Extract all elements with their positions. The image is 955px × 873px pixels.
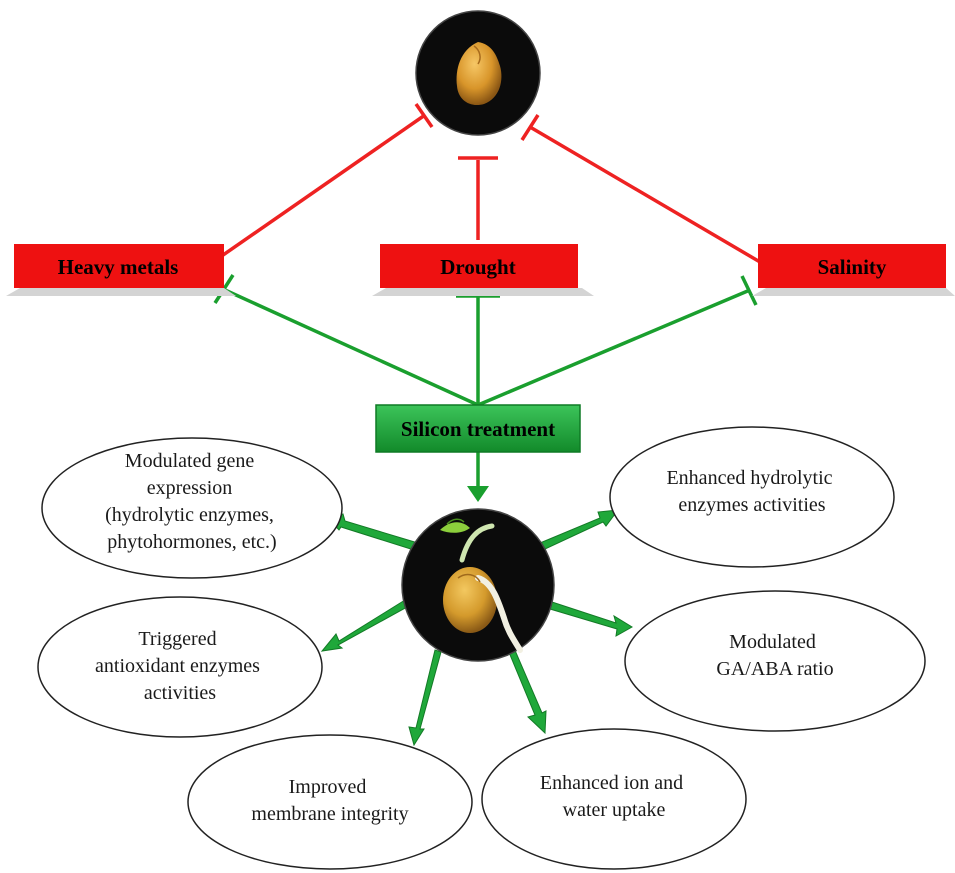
arrow-gene-expression: [327, 513, 419, 551]
arrow-hydrolytic: [539, 509, 620, 551]
arrow-ion-water: [507, 647, 547, 735]
effect-ion-water: Enhanced ion and water uptake: [481, 728, 747, 870]
counter-line-salinity: [477, 288, 751, 407]
germinating-seed-icon: [401, 508, 555, 662]
counter-line-heavy-metals: [224, 288, 479, 407]
effect-hydrolytic: Enhanced hydrolytic enzymes activities: [609, 426, 895, 568]
effect-membrane-text: Improved membrane integrity: [251, 776, 408, 825]
arrow-ga-aba: [549, 601, 633, 637]
arrow-antioxidant: [320, 599, 410, 652]
stressor-salinity-label: Salinity: [818, 255, 887, 279]
chickpea-seed-icon: [415, 10, 541, 136]
effect-hydrolytic-line-1: Enhanced hydrolytic: [666, 467, 832, 489]
effect-ga-aba-line-2: GA/ABA ratio: [716, 658, 833, 680]
stressor-heavy-metals: Heavy metals: [6, 244, 236, 296]
inhibit-line-heavy-metals: [212, 113, 426, 264]
counter-bar-salinity: [740, 275, 758, 306]
effect-gene-expression-line-1: Modulated gene: [125, 450, 255, 472]
silicon-treatment-label: Silicon treatment: [401, 417, 555, 441]
effect-gene-expression-line-3: (hydrolytic enzymes,: [105, 504, 274, 526]
effect-hydrolytic-line-2: enzymes activities: [678, 494, 825, 516]
effect-ga-aba-line-1: Modulated: [729, 631, 816, 653]
inhibition-lines: [212, 103, 761, 264]
effect-arrows: [320, 509, 633, 747]
effect-antioxidant-line-1: Triggered: [138, 628, 216, 650]
effect-ga-aba-text: Modulated GA/ABA ratio: [716, 631, 833, 680]
effect-antioxidant: Triggered antioxidant enzymes activities: [37, 596, 323, 738]
stressor-salinity: Salinity: [752, 244, 955, 296]
effect-ion-water-line-2: water uptake: [563, 799, 666, 821]
silicon-treatment-box: Silicon treatment: [375, 404, 581, 453]
effect-gene-expression: Modulated gene expression (hydrolytic en…: [41, 437, 343, 579]
effect-antioxidant-line-2: antioxidant enzymes: [95, 655, 260, 677]
effect-antioxidant-line-3: activities: [144, 682, 216, 704]
stressor-heavy-metals-label: Heavy metals: [58, 255, 179, 279]
arrow-membrane: [408, 649, 442, 747]
effect-membrane-line-1: Improved: [289, 776, 367, 798]
effect-gene-expression-line-2: expression: [147, 477, 233, 499]
stressor-drought-label: Drought: [440, 255, 515, 279]
effect-ion-water-line-1: Enhanced ion and: [540, 772, 683, 794]
effect-ga-aba: Modulated GA/ABA ratio: [624, 590, 926, 732]
silicon-counter-lines: [213, 274, 758, 490]
silicon-to-seed-arrowhead: [467, 486, 489, 502]
inhibit-bar-salinity: [520, 114, 540, 141]
inhibit-bar-heavy-metals: [414, 103, 434, 128]
effect-hydrolytic-text: Enhanced hydrolytic enzymes activities: [666, 467, 837, 516]
effect-antioxidant-text: Triggered antioxidant enzymes activities: [95, 628, 265, 704]
effect-gene-expression-line-4: phytohormones, etc.): [107, 531, 276, 553]
effect-membrane: Improved membrane integrity: [187, 734, 473, 870]
stressor-drought: Drought: [372, 244, 594, 296]
effect-gene-expression-text: Modulated gene expression (hydrolytic en…: [105, 450, 279, 553]
inhibit-line-salinity: [529, 125, 761, 264]
effect-ion-water-text: Enhanced ion and water uptake: [540, 772, 688, 821]
effect-membrane-line-2: membrane integrity: [251, 803, 408, 825]
